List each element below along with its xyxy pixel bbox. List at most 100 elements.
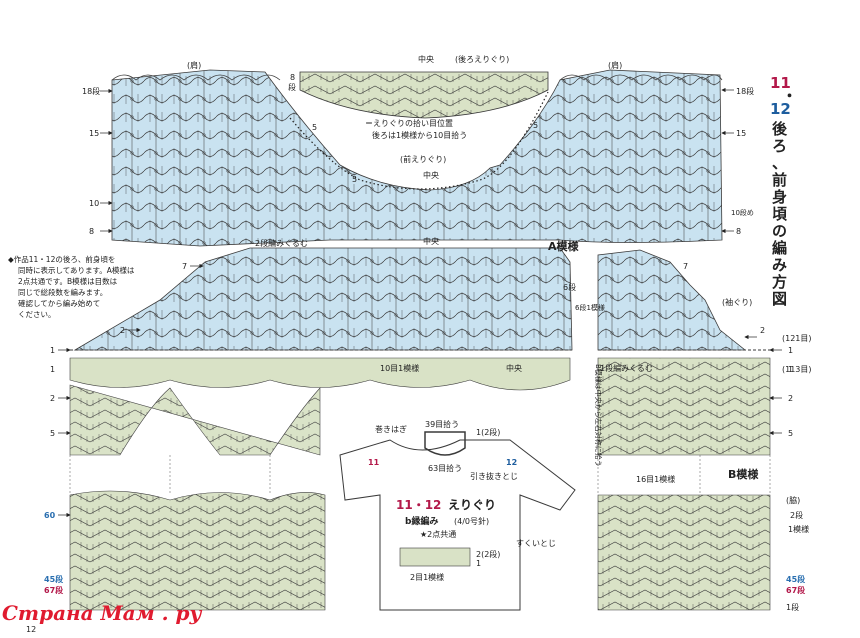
shoulder-right-label: (肩) [608, 60, 622, 70]
lower-center-label: 中央 [506, 363, 522, 373]
back-left-shoulder-panel [111, 69, 723, 247]
front-right-panel [597, 249, 747, 351]
note-line-5: 確認してから編み始めて [18, 298, 100, 308]
title-char: み [772, 256, 787, 274]
title-char: 前 [772, 171, 787, 189]
sukui-label: すくいとじ [516, 539, 556, 548]
row2-left-mid: 2 [120, 326, 125, 335]
lower-right-green-panel-bottom [597, 494, 771, 611]
note-line-2: 同時に表示してあります。A模様は [18, 265, 135, 275]
lower-left-green-panel-bottom [69, 490, 326, 611]
row-arrows-right [721, 87, 782, 436]
front-neckline-label: (前えりぐり) [400, 154, 446, 164]
common-label: ★2点共通 [420, 529, 456, 539]
mark-dan: 段 [288, 82, 296, 92]
rib12-label: 1(2段) [476, 427, 500, 437]
title-char: 図 [772, 290, 787, 308]
edge-name-label: b縁編み [405, 515, 438, 527]
note-block: ◆作品11・12の後ろ、前身頃を 同時に表示してあります。A模様は 2点共通です… [8, 254, 135, 319]
maki-hagi-label: 巻きはぎ [375, 424, 407, 434]
title-char: 、 [772, 154, 787, 172]
neck-heading-num: 11・12 [396, 498, 441, 512]
pattern-b-label: B模様 [728, 467, 759, 481]
row-label-10-left: 10 [89, 199, 99, 208]
title-char: 方 [772, 273, 787, 291]
row-label-18-right: 18段 [736, 86, 754, 96]
row-label-8-left: 8 [89, 227, 94, 236]
mark-5c: 5 [533, 121, 538, 130]
two-st-label: 2目1模様 [410, 572, 444, 582]
watermark: Страна Мам . ру [2, 601, 203, 625]
shoulder-scallop-right [559, 74, 723, 81]
back-neckline-band [299, 71, 549, 119]
six-rows-one-pattern: 6段1模様 [575, 303, 605, 312]
row-label-10-right: 10段め [731, 208, 754, 217]
rows-dan-label: 1段 [786, 602, 799, 612]
note-line-3: 2点共通です。B模様は目数は [18, 276, 118, 286]
title-char: ろ [772, 137, 787, 155]
one-row-wrap: 1段編みくるむ [600, 363, 653, 373]
pick63-label: 63目拾う [428, 463, 462, 473]
edge-row1-label: 1 [476, 559, 481, 568]
two-rows-label: 2段 [790, 510, 803, 520]
shoulder-scallop-left [111, 74, 281, 81]
row5-right-lower: 5 [788, 429, 793, 438]
ten-st-pattern: 10目1模様 [380, 363, 419, 373]
row2-right-lower: 2 [788, 394, 793, 403]
row67-label: 67段 [44, 585, 63, 595]
lower-left-green-panel-top [69, 357, 571, 391]
neck-heading-txt: えりぐり [448, 498, 496, 512]
row45-label: 45段 [44, 574, 63, 584]
neck-note-2: 後ろは1模様から10目拾う [372, 130, 467, 140]
armhole-label: (袖ぐり) [722, 297, 752, 307]
title-text: 後ろ、前身頃の編み方図 [771, 120, 788, 308]
pattern-a-label: A模様 [548, 239, 580, 253]
row2-left-lower: 2 [50, 394, 55, 403]
note-line-1: ◆作品11・12の後ろ、前身頃を [8, 254, 115, 264]
continuity-lines [69, 455, 771, 495]
b-center-note: B模様は中央から左右対称に拾う [594, 364, 603, 467]
pick39-label: 39目拾う [425, 419, 459, 429]
side-label: (脇) [786, 496, 800, 505]
center-label-3: 中央 [423, 236, 439, 246]
row-arrows-left [58, 88, 204, 518]
row5-left-lower: 5 [50, 429, 55, 438]
hikinuki-label: 引き抜きとじ [470, 471, 518, 481]
back-neckline-label: (後ろえりぐり) [455, 54, 509, 64]
neck-schematic [339, 431, 576, 611]
mark-5a: 5 [312, 123, 317, 132]
row1-right-mid: 1 [788, 346, 793, 355]
row-label-18-left: 18段 [82, 86, 100, 96]
lower-left-green-panel-mid [69, 384, 321, 456]
title-char: 編 [772, 239, 787, 257]
two-rows-turn: 2段編みくるむ [255, 238, 308, 248]
row45-right-label: 45段 [786, 574, 805, 584]
title-dot: ・ [782, 87, 797, 105]
note-line-4: 同じで総段数を編みます。 [18, 287, 107, 297]
st121-label: (121目) [782, 334, 812, 343]
title-num-a: 11 [770, 74, 791, 92]
page-number: 12 [26, 625, 36, 634]
row67-right-label: 67段 [786, 585, 805, 595]
title-text-vertical: 後ろ、前身頃の編み方図 [771, 120, 788, 308]
title-char: の [772, 222, 787, 240]
title-char: 身 [772, 188, 787, 206]
neck-note-1: ＝えりぐりの拾い目位置 [365, 118, 453, 128]
sixteen-st-label: 16目1模様 [636, 474, 675, 484]
num11-label: 11 [368, 458, 380, 467]
row1-left-mid: 1 [50, 346, 55, 355]
needle-label: (4/0号針) [454, 516, 489, 526]
row2-right-mid: 2 [760, 326, 765, 335]
six-rows: 6段 [563, 282, 576, 292]
title-num-b: 12 [770, 100, 791, 118]
row1-right-lower: 1 [788, 365, 793, 374]
title-char: 後 [771, 120, 788, 138]
center-label-top: 中央 [418, 54, 434, 64]
garment-outline [339, 439, 576, 611]
row7-right: 7 [683, 262, 688, 271]
mark-5b: 5 [352, 175, 357, 184]
one-pattern-label: 1模様 [788, 524, 809, 534]
edge-row2-label: 2(2段) [476, 549, 500, 559]
row-label-15-left: 15 [89, 129, 99, 138]
row60-label: 60 [44, 511, 56, 520]
